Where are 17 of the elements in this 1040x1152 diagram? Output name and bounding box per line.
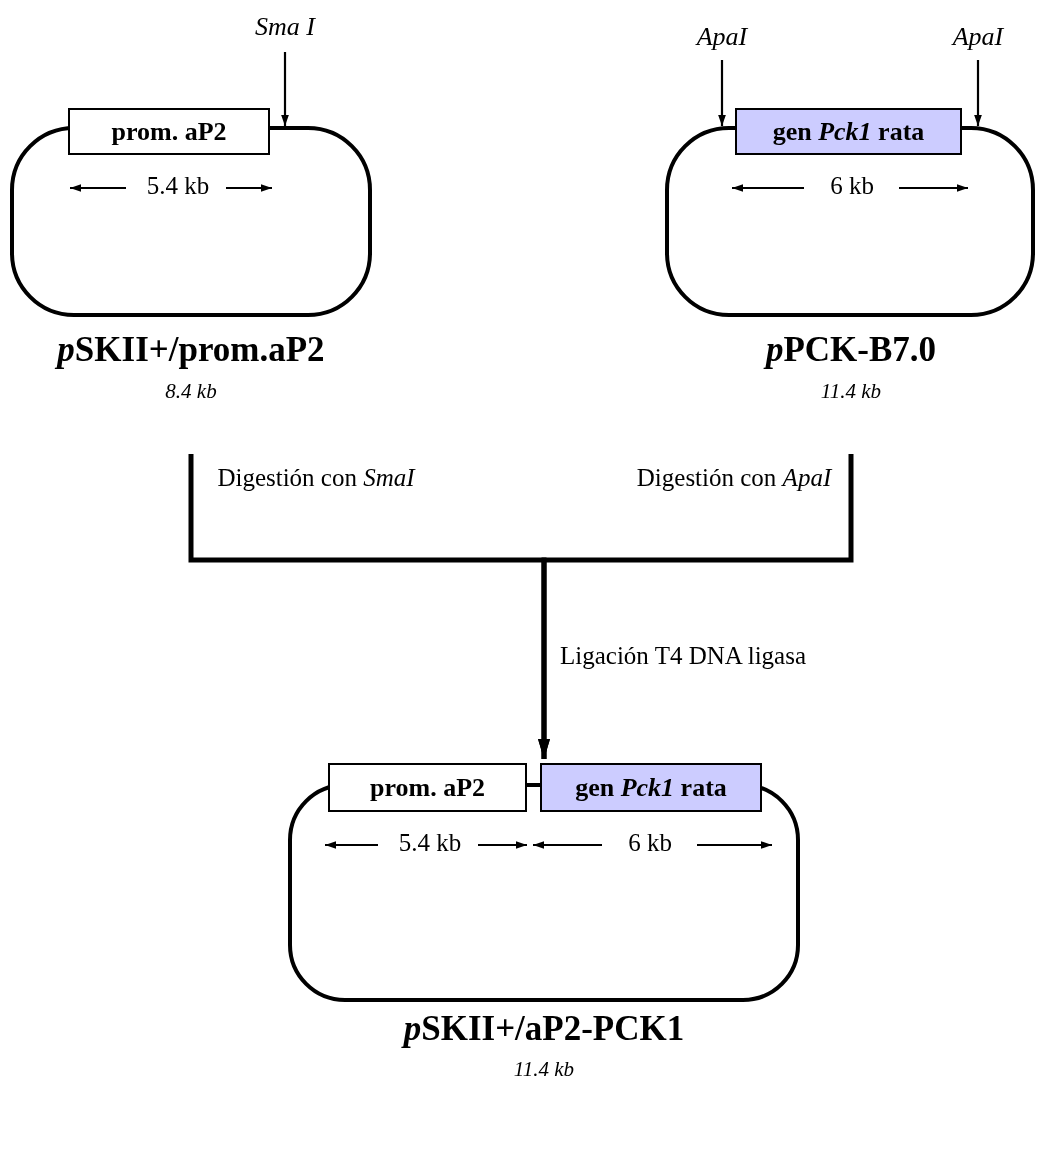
flow-arrow [538,454,854,759]
cut-site-arrow [718,60,726,126]
plasmid-size: 8.4 kb [164,379,218,404]
promoter-box: prom. aP2 [328,763,527,812]
plasmid-name: pPCK-B7.0 [764,330,938,370]
restriction-site-label: ApaI [690,22,754,60]
plasmid-size: 11.4 kb [512,1057,576,1082]
restriction-site-label: Sma I [240,12,330,52]
plasmid-size: 11.4 kb [819,379,883,404]
cut-site-arrow [974,60,982,126]
cut-site-arrow [281,52,289,126]
promoter-box: prom. aP2 [68,108,270,155]
plasmid-name: pSKII+/prom.aP2 [55,330,326,370]
plasmid-name: pSKII+/aP2-PCK1 [402,1009,686,1049]
gene-box: gen Pck1 rata [735,108,962,155]
gene-box: gen Pck1 rata [540,763,762,812]
restriction-site-label: ApaI [946,22,1010,60]
